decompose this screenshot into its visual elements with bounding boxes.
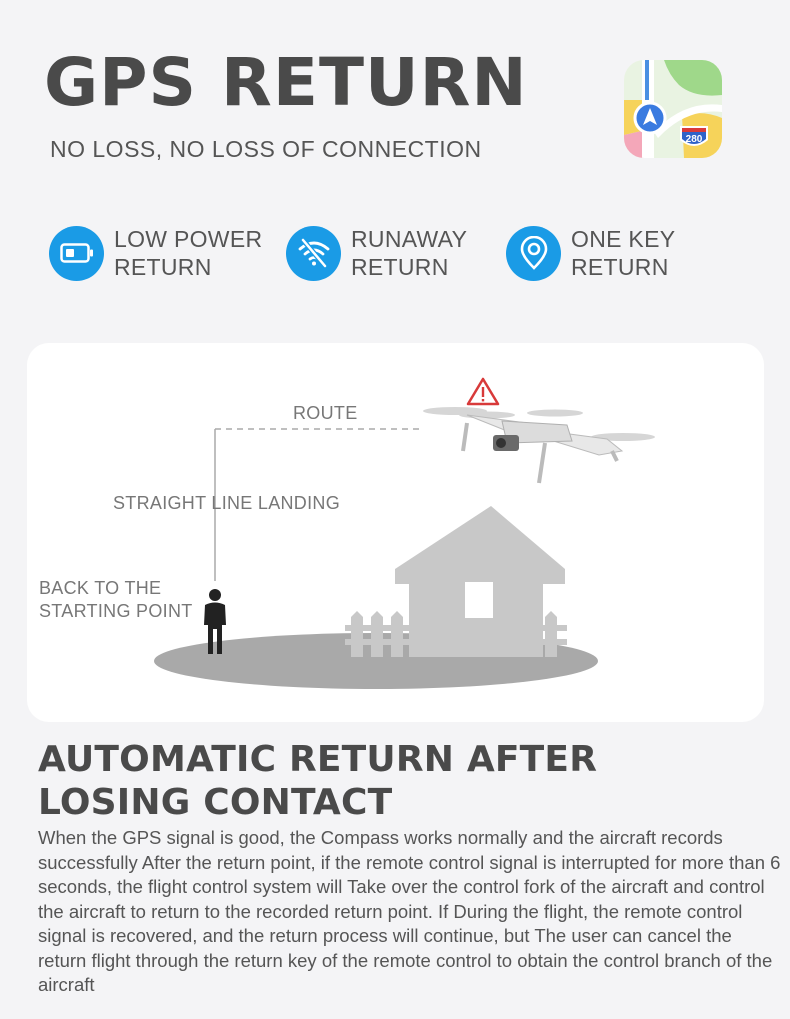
starting-point-label: BACK TO THE STARTING POINT [39, 578, 193, 621]
page-title: GPS RETURN [44, 44, 528, 121]
feature-label-line1: LOW POWER [114, 226, 263, 252]
route-label: ROUTE [293, 403, 358, 423]
feature-low-power-return: LOW POWER RETURN [49, 225, 262, 281]
section-body: When the GPS signal is good, the Compass… [38, 827, 781, 995]
feature-label-line1: ONE KEY [571, 226, 676, 252]
person-icon [204, 589, 226, 654]
feature-one-key-return: ONE KEY RETURN [506, 225, 675, 281]
straight-line-landing-label: STRAIGHT LINE LANDING [113, 493, 341, 513]
battery-icon [49, 225, 104, 281]
feature-label-line2: RETURN [571, 254, 669, 280]
fence-illustration [345, 611, 567, 657]
house-illustration [395, 506, 565, 657]
wifi-off-icon [286, 225, 341, 281]
maps-app-icon: 280 [624, 60, 722, 158]
return-diagram [154, 377, 655, 689]
location-pin-icon [506, 225, 561, 281]
warning-icon [466, 377, 500, 406]
drone-illustration [423, 407, 655, 484]
page-subtitle: NO LOSS, NO LOSS OF CONNECTION [50, 136, 482, 162]
feature-label-line2: RETURN [351, 254, 449, 280]
return-diagram-panel: ROUTE STRAIGHT LINE LANDING BACK TO THE … [27, 343, 764, 722]
feature-runaway-return: RUNAWAY RETURN [286, 225, 467, 281]
section-heading: AUTOMATIC RETURN AFTER LOSING CONTACT [38, 739, 598, 823]
svg-text:280: 280 [686, 134, 703, 145]
feature-label-line1: RUNAWAY [351, 226, 468, 252]
feature-label-line2: RETURN [114, 254, 212, 280]
